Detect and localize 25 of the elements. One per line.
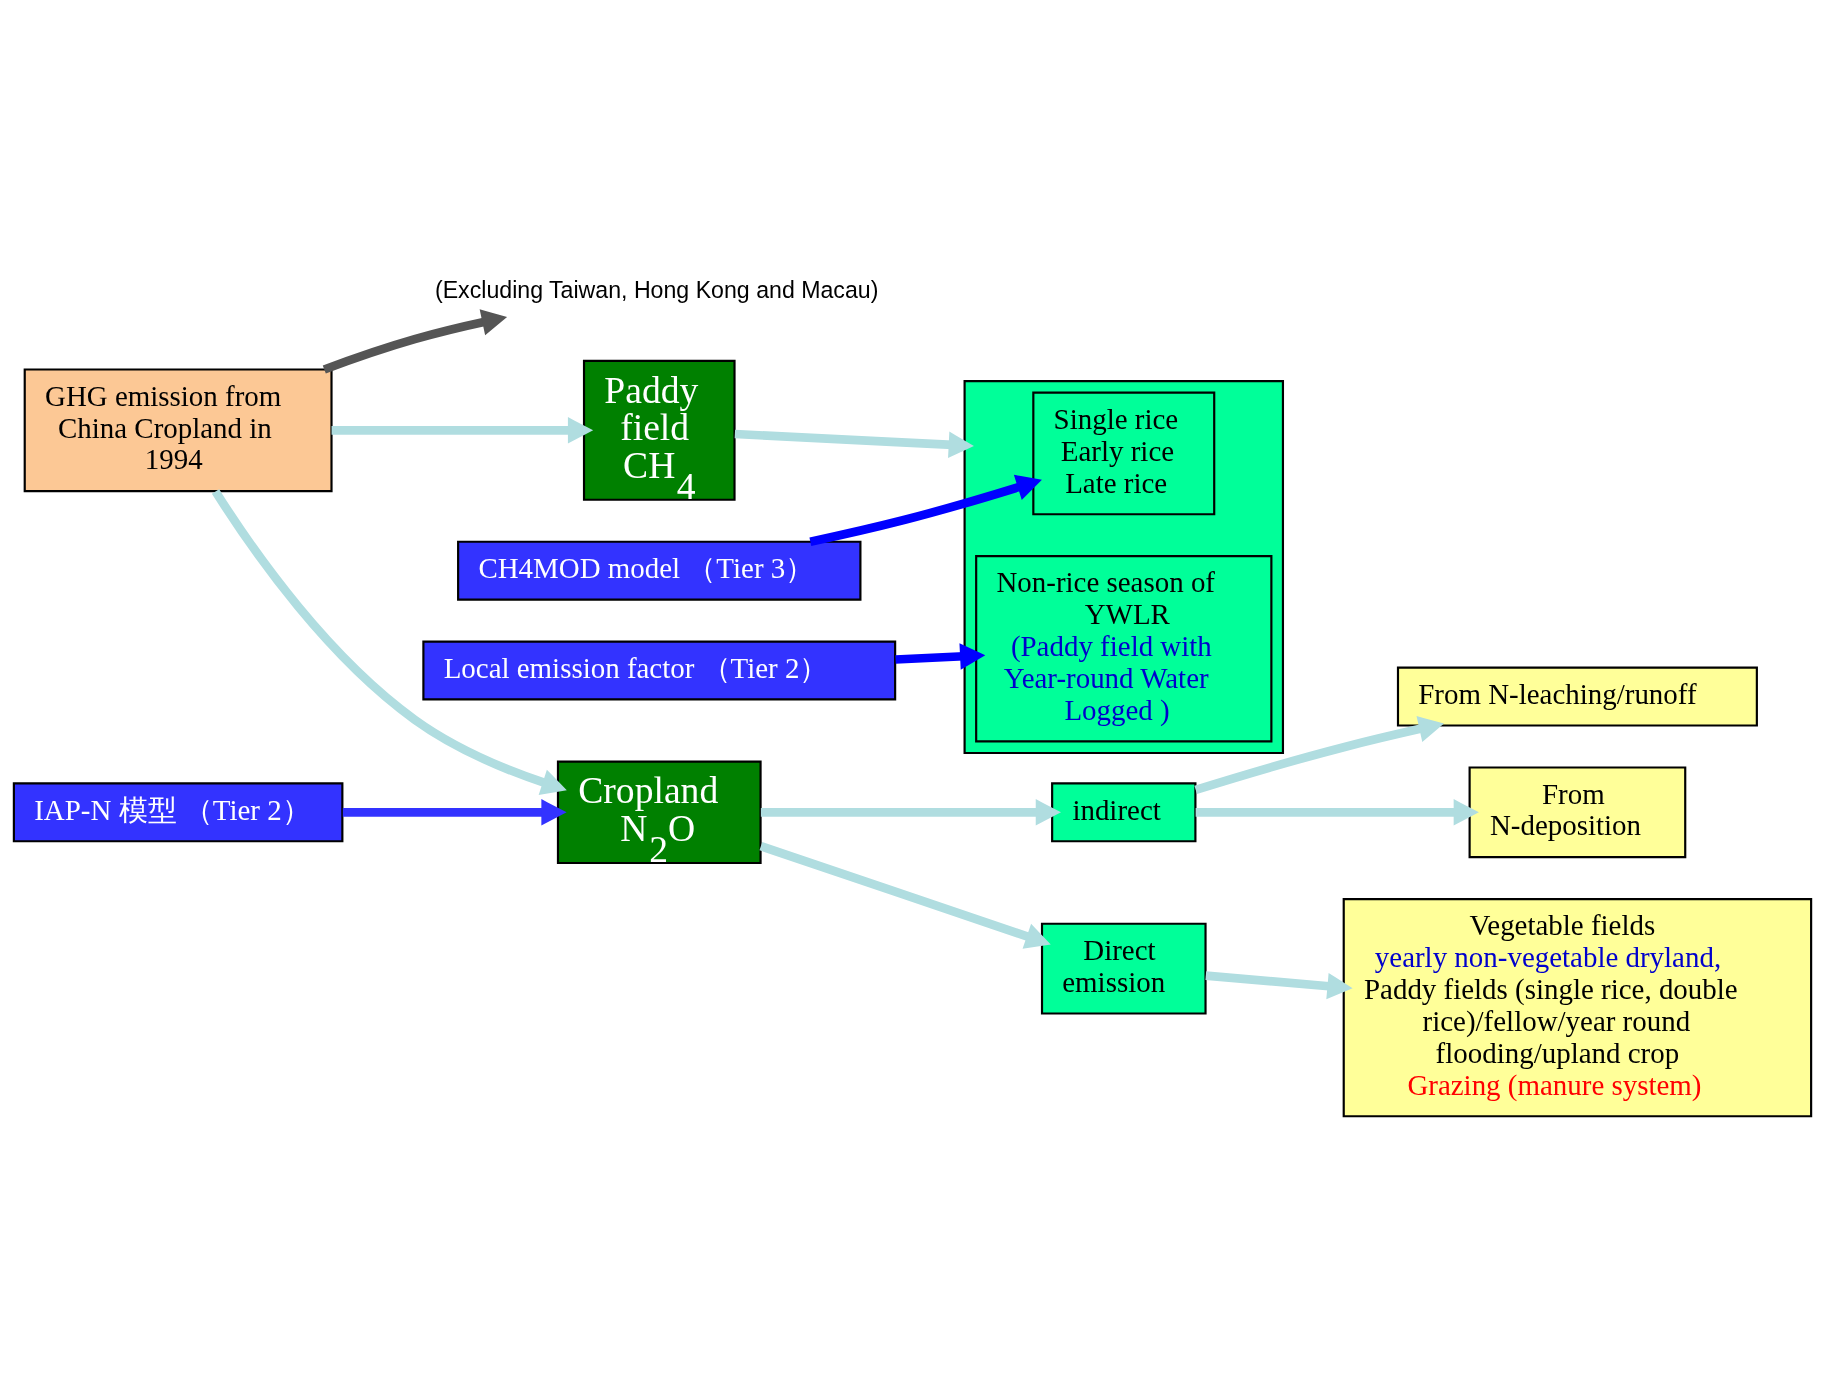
node-box: From N-leaching/runoff <box>1396 666 1758 727</box>
arrow <box>342 799 567 826</box>
node-box: Direct emission <box>1040 922 1207 1015</box>
arrow <box>759 842 1051 949</box>
arrow <box>211 489 567 795</box>
arrow <box>331 417 594 444</box>
node-box: indirect <box>1051 782 1197 843</box>
arrow <box>760 799 1061 826</box>
arrow <box>809 474 1042 546</box>
node-box: Single rice Early rice Late rice <box>1032 391 1216 516</box>
node-box: Non-rice season of YWLR (Paddy field with Year-round Water Logged ) <box>975 555 1273 743</box>
arrow <box>1205 971 1353 1000</box>
node-text: (Excluding Taiwan, Hong Kong and Macau) <box>434 277 879 304</box>
node-box: IAP-N 模型 （Tier 2） <box>12 782 344 843</box>
arrow <box>1195 799 1479 826</box>
node-box: GHG emission from China Cropland in 1994 <box>23 368 333 493</box>
node-box: Vegetable fields yearly non-vegetable dryland, Paddy fields (single rice, double rice)/fellow/year round flooding/upland crop Grazing (manure system) <box>1342 898 1813 1118</box>
arrow <box>895 643 986 670</box>
arrow <box>322 309 508 374</box>
node-box: CH4MOD model （Tier 3） <box>457 540 862 601</box>
node-box: From N-deposition <box>1468 766 1687 859</box>
arrow <box>1194 716 1445 794</box>
node-box: Local emission factor （Tier 2） <box>422 640 897 701</box>
cluster <box>963 380 1285 755</box>
arrow <box>734 429 974 458</box>
